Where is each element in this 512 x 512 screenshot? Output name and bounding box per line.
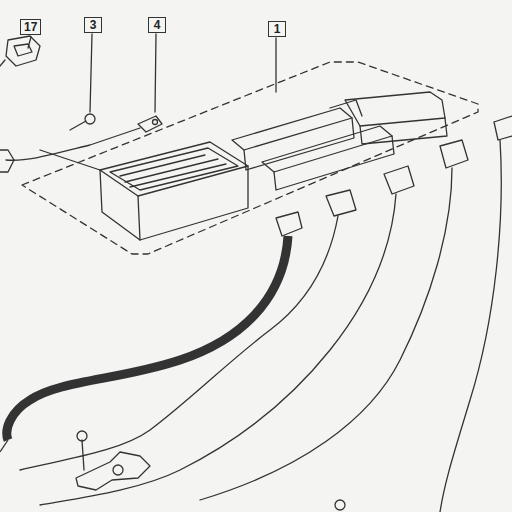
callout-number: 1 — [268, 21, 286, 37]
callout-number: 17 — [20, 19, 41, 35]
callout-number: 3 — [84, 17, 102, 33]
callout-number: 4 — [148, 17, 166, 33]
